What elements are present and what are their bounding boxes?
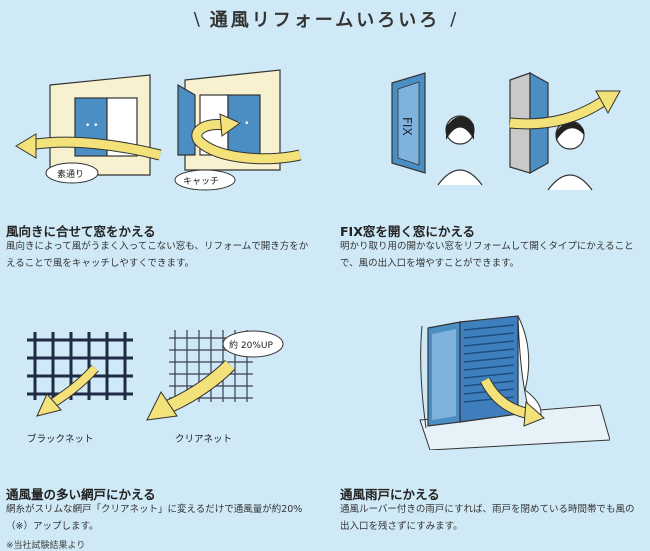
cell-note-screen-net: ※当社試験結果より [6, 541, 86, 551]
cell-desc-screen-net: 網糸がスリムな網戸「クリアネット」に変えるだけで通風量が約20%（※）アップしま… [6, 504, 303, 532]
label-black-net: ブラックネット [27, 433, 94, 445]
label-fix: FIX [400, 117, 414, 136]
illustration-louver-shutter [419, 315, 610, 450]
page-header: \ 通風リフォームいろいろ / [0, 6, 650, 32]
cell-title-louver-shutter: 通風雨戸にかえる [340, 487, 440, 502]
cell-desc-wind-direction: 風向きによって風がうまく入ってこない窓も、リフォームで開き方をかえることで風をキ… [6, 241, 309, 269]
label-catch: キャッチ [183, 176, 219, 187]
illustration-screen-nets: ブラックネット 約 20%UP クリアネット [27, 330, 284, 445]
header-slash-left: \ [193, 8, 200, 30]
cell-desc-fix-window: 明かり取り用の開かない窓をリフォームして開くタイプにかえることで、風の出入口を増… [340, 241, 634, 269]
header-slash-right: / [450, 8, 457, 30]
label-clear-net: クリアネット [175, 434, 232, 445]
illustration-fix-window: FIX [391, 71, 621, 191]
svg-text:• •: • • [85, 121, 98, 131]
cell-title-fix-window: FIX窓を開く窓にかえる [340, 224, 475, 239]
illustration-wind-direction: • • 素通り • • キャッチ [15, 69, 302, 191]
label-sudoori: 素通り [57, 168, 84, 180]
cell-desc-louver-shutter: 通風ルーバー付きの雨戸にすれば、雨戸を閉めている時間帯でも風の出入口を残さずにす… [340, 504, 635, 532]
svg-text:• •: • • [236, 119, 249, 129]
page-title: 通風リフォームいろいろ [209, 10, 441, 31]
cell-title-wind-direction: 風向きに合せて窓をかえる [6, 224, 156, 239]
label-20up: 約 20%UP [229, 339, 273, 351]
cell-title-screen-net: 通風量の多い網戸にかえる [6, 487, 156, 502]
